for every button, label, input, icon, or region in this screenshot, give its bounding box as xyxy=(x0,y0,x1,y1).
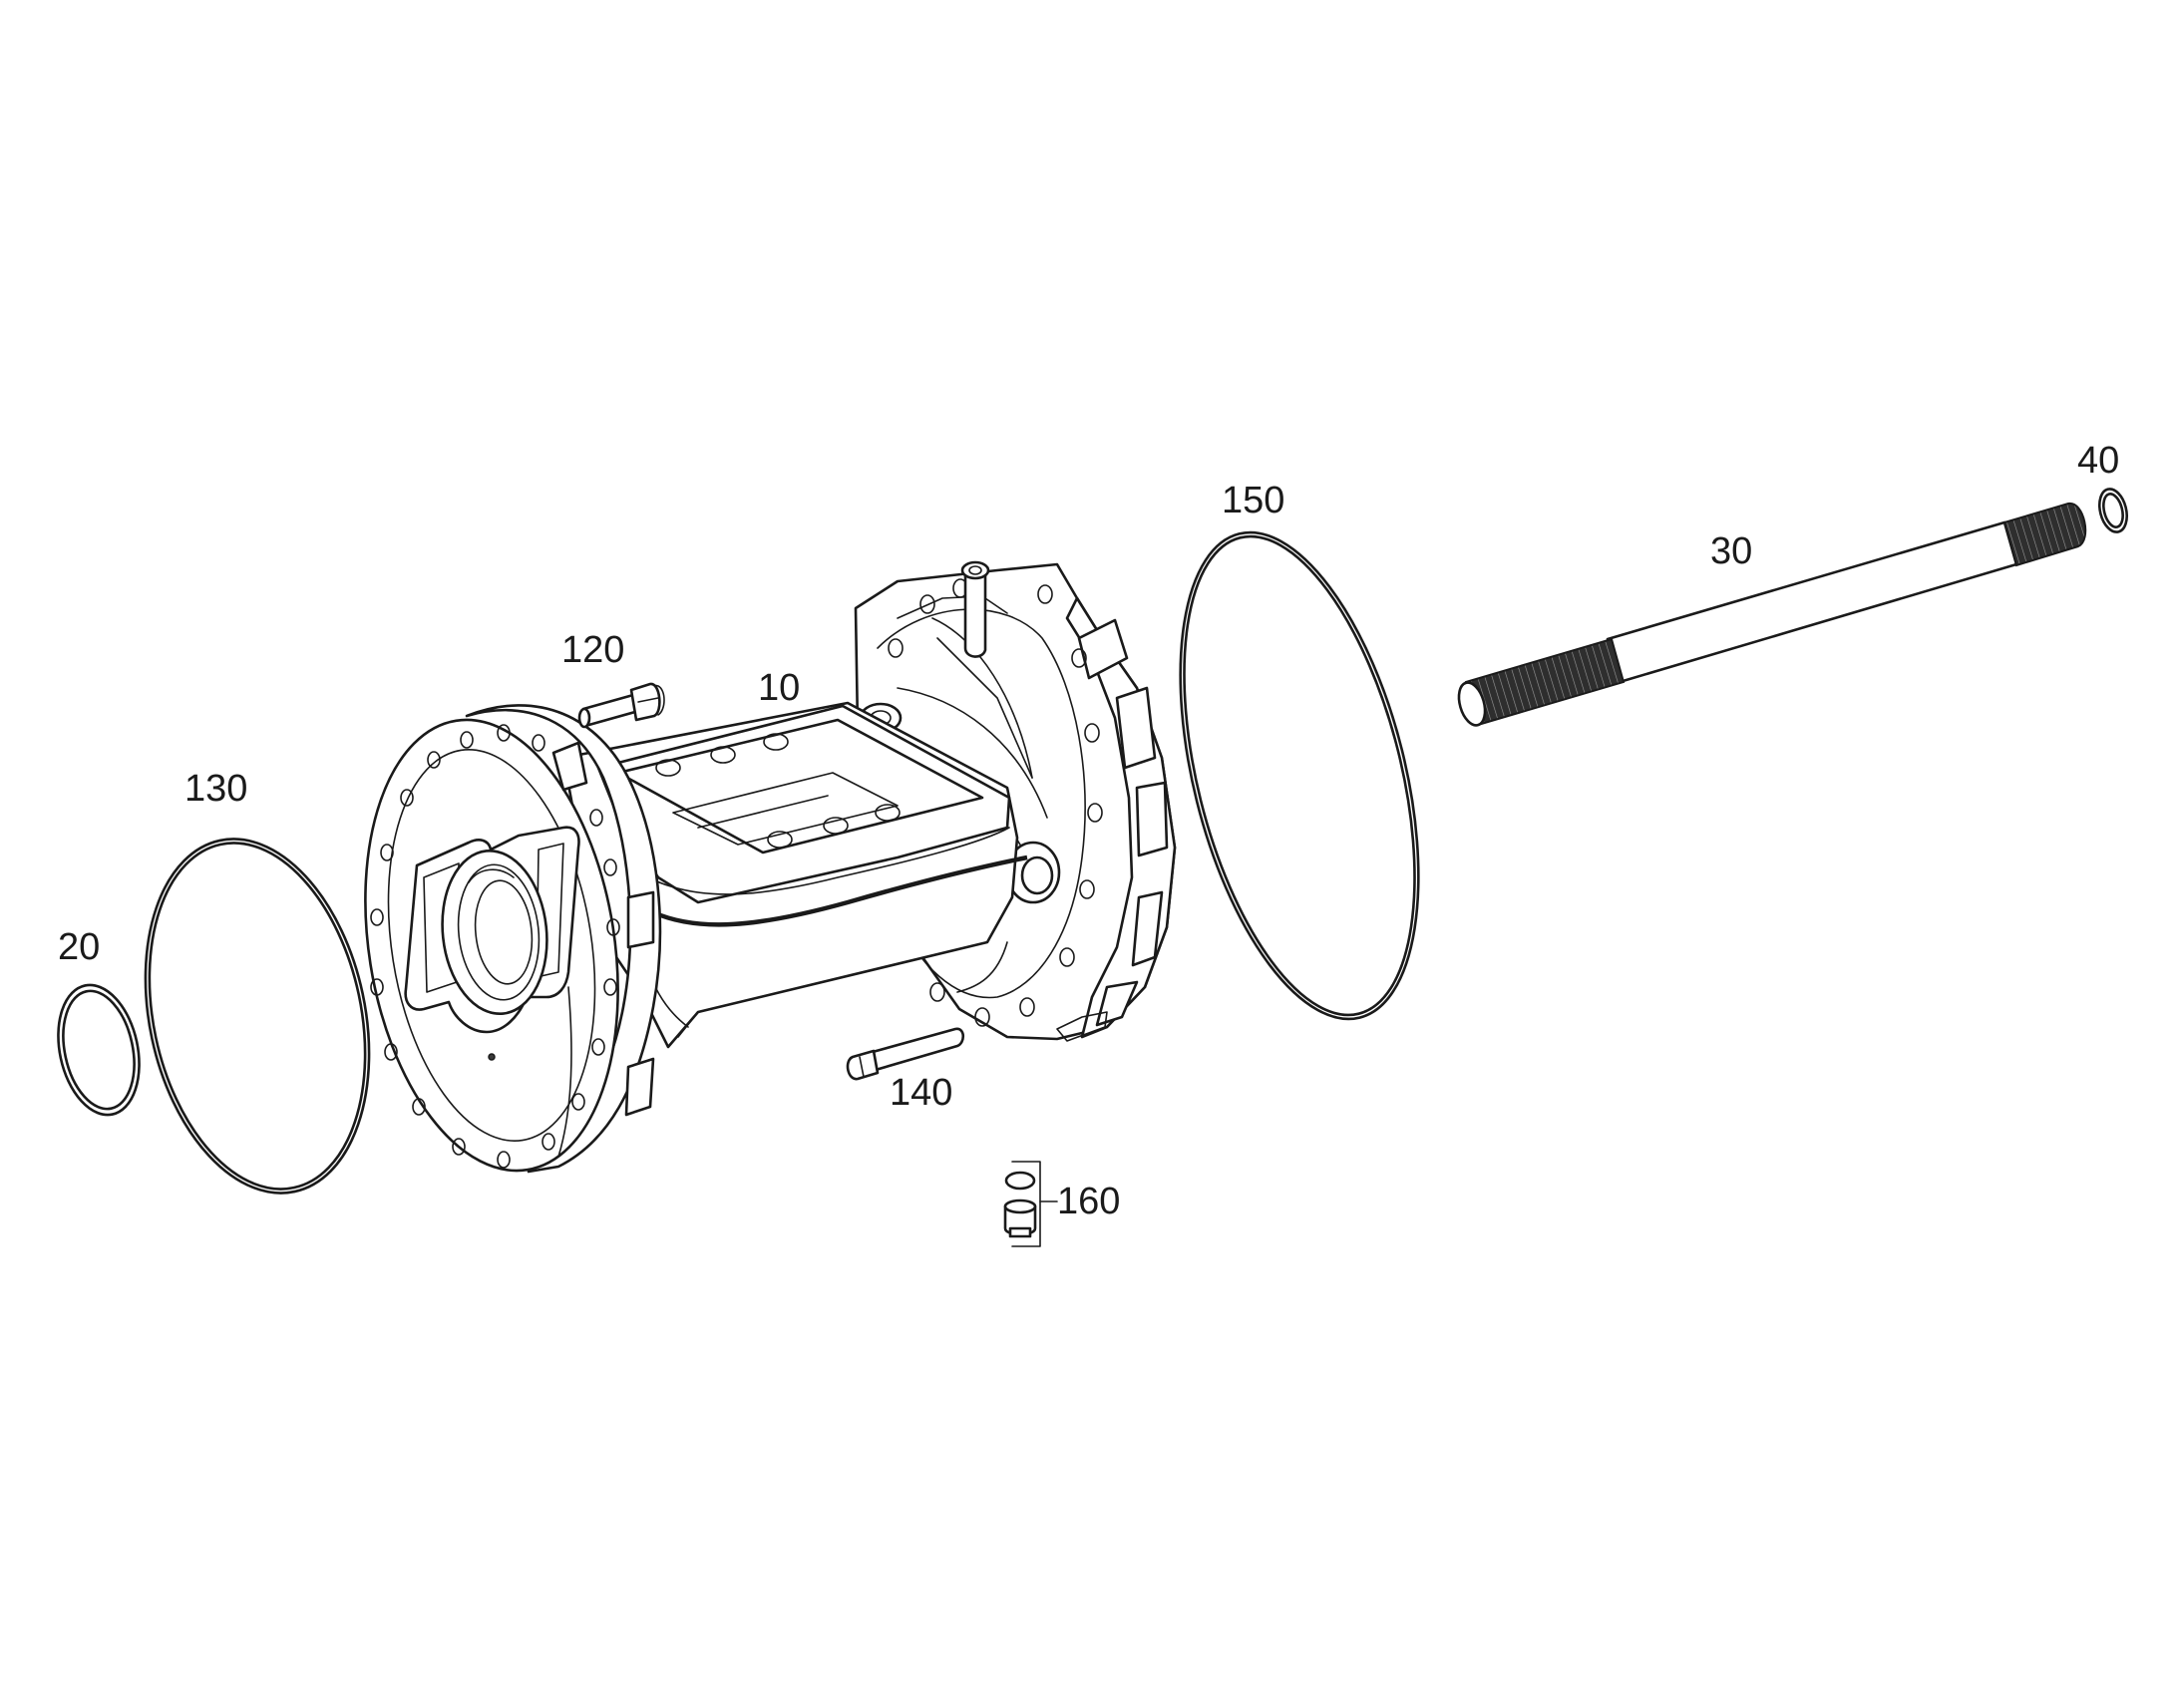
housing-body xyxy=(561,701,1028,1049)
left-flange xyxy=(364,704,662,1174)
callout-labels: 10 20 30 40 120 130 140 150 160 xyxy=(58,440,2119,1222)
right-flange-bolt-holes xyxy=(888,578,1103,1027)
callout-160: 160 xyxy=(1057,1181,1120,1222)
part-30-axle-shaft[interactable] xyxy=(1454,502,2087,729)
part-20-small-o-ring[interactable] xyxy=(47,977,151,1122)
part-160-plug-with-seal[interactable] xyxy=(1003,1161,1058,1247)
breather-fitting xyxy=(960,560,990,658)
callout-120: 120 xyxy=(561,629,624,671)
part-140-bolt[interactable] xyxy=(846,1027,965,1081)
callout-130: 130 xyxy=(184,768,247,810)
callout-140: 140 xyxy=(890,1072,952,1114)
part-150-large-seal-ring[interactable] xyxy=(1137,509,1463,1043)
callout-30: 30 xyxy=(1710,530,1752,572)
callout-40: 40 xyxy=(2077,440,2119,482)
callout-20: 20 xyxy=(58,926,100,968)
part-10-axle-housing[interactable] xyxy=(335,560,1177,1189)
part-130-large-seal-ring[interactable] xyxy=(115,818,400,1213)
callout-150: 150 xyxy=(1222,480,1284,521)
part-120-bolt[interactable] xyxy=(577,682,665,729)
part-40-small-ring[interactable] xyxy=(2095,487,2131,535)
callout-10: 10 xyxy=(758,667,800,709)
